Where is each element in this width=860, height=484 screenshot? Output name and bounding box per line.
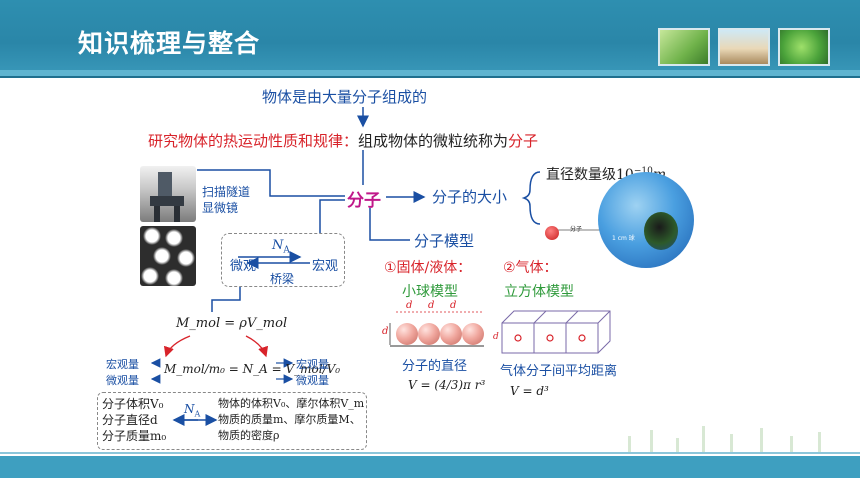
- d-label: d: [428, 300, 435, 311]
- ball-volume-formula: V = (4/3)π r³: [408, 378, 486, 392]
- plant-decoration: [760, 428, 763, 454]
- footer-divider: [0, 452, 860, 454]
- leaf-photo-thumbnail: [658, 28, 710, 66]
- earth-illustration: [598, 172, 694, 268]
- distance-caption: 气体分子间平均距离: [500, 364, 618, 379]
- diameter-caption: 分子的直径: [402, 359, 468, 374]
- sprout-photo-thumbnail: [718, 28, 770, 66]
- cube-model-label: 立方体模型: [504, 284, 574, 300]
- d-label: d: [382, 326, 389, 337]
- microscope-label: 扫描隧道 显微镜: [202, 185, 251, 215]
- d-label: d: [450, 300, 457, 311]
- slide-title: 知识梳理与整合: [78, 29, 261, 58]
- bridge-micro: 微观: [230, 259, 257, 274]
- micro-right-label: 微观量: [296, 374, 329, 387]
- ball-molecule: [418, 323, 440, 345]
- plant-decoration: [628, 436, 631, 454]
- research-term: 分子: [508, 132, 539, 150]
- molecule-tag: 分子: [570, 226, 583, 233]
- avogadro-equation: M_mol/m₀ = N_A = V_mol/V₀: [164, 362, 341, 376]
- bridge-macro: 宏观: [312, 259, 339, 274]
- molar-mass-formula: M_mol = ρV_mol: [176, 316, 288, 331]
- header-divider: [0, 76, 860, 78]
- bridge-na: NA: [272, 238, 290, 256]
- plant-decoration: [702, 426, 705, 454]
- apple-illustration: [545, 226, 559, 240]
- quantity-relation-box: [97, 392, 367, 450]
- plant-decoration: [790, 436, 793, 454]
- footer-bar: [0, 456, 860, 478]
- bridge-box: [221, 233, 345, 287]
- macro-right-label: 宏观量: [296, 358, 329, 371]
- macro-left-label: 宏观量: [106, 358, 139, 371]
- cube-volume-formula: V = d³: [510, 384, 549, 398]
- ball-model-label: 小球模型: [402, 284, 458, 300]
- molecule-size-node: 分子的大小: [432, 188, 508, 206]
- micro-quantities-list: 分子体积V₀ 分子直径d 分子质量m₀: [102, 397, 167, 443]
- research-plain: 组成物体的微粒统称为: [358, 132, 509, 150]
- scanning-tunneling-microscope-photo: [140, 166, 196, 222]
- d-label: d: [406, 300, 413, 311]
- ball-molecule: [462, 323, 484, 345]
- header-strip: [0, 70, 860, 76]
- research-highlight: 研究物体的热运动性质和规律：: [148, 132, 359, 150]
- macro-quantities-list: 物体的体积V₀、摩尔体积V_m 物质的质量m、摩尔质量M、 物质的密度ρ: [218, 397, 365, 442]
- solid-liquid-title: ①固体/液体：: [384, 260, 472, 276]
- molecule-model-node: 分子模型: [414, 232, 475, 250]
- plant-decoration: [730, 434, 733, 454]
- green-leaf-photo-thumbnail: [778, 28, 830, 66]
- d-label: d: [493, 332, 499, 342]
- plant-decoration: [676, 438, 679, 454]
- scale-tag: 1 cm 球: [612, 235, 635, 242]
- ball-molecule: [396, 323, 418, 345]
- micro-left-label: 微观量: [106, 374, 139, 387]
- research-line: 研究物体的热运动性质和规律：组成物体的微粒统称为分子: [148, 130, 538, 151]
- bridge-label: 桥梁: [270, 272, 295, 286]
- gas-title: ②气体：: [503, 260, 558, 276]
- plant-decoration: [650, 430, 653, 454]
- top-statement: 物体是由大量分子组成的: [262, 88, 428, 106]
- plant-decoration: [818, 432, 821, 454]
- header-bar: [0, 0, 860, 78]
- ball-molecule: [440, 323, 462, 345]
- atomic-surface-image: [140, 226, 196, 286]
- molecule-node: 分子: [347, 191, 381, 211]
- info-na: NA: [184, 402, 201, 419]
